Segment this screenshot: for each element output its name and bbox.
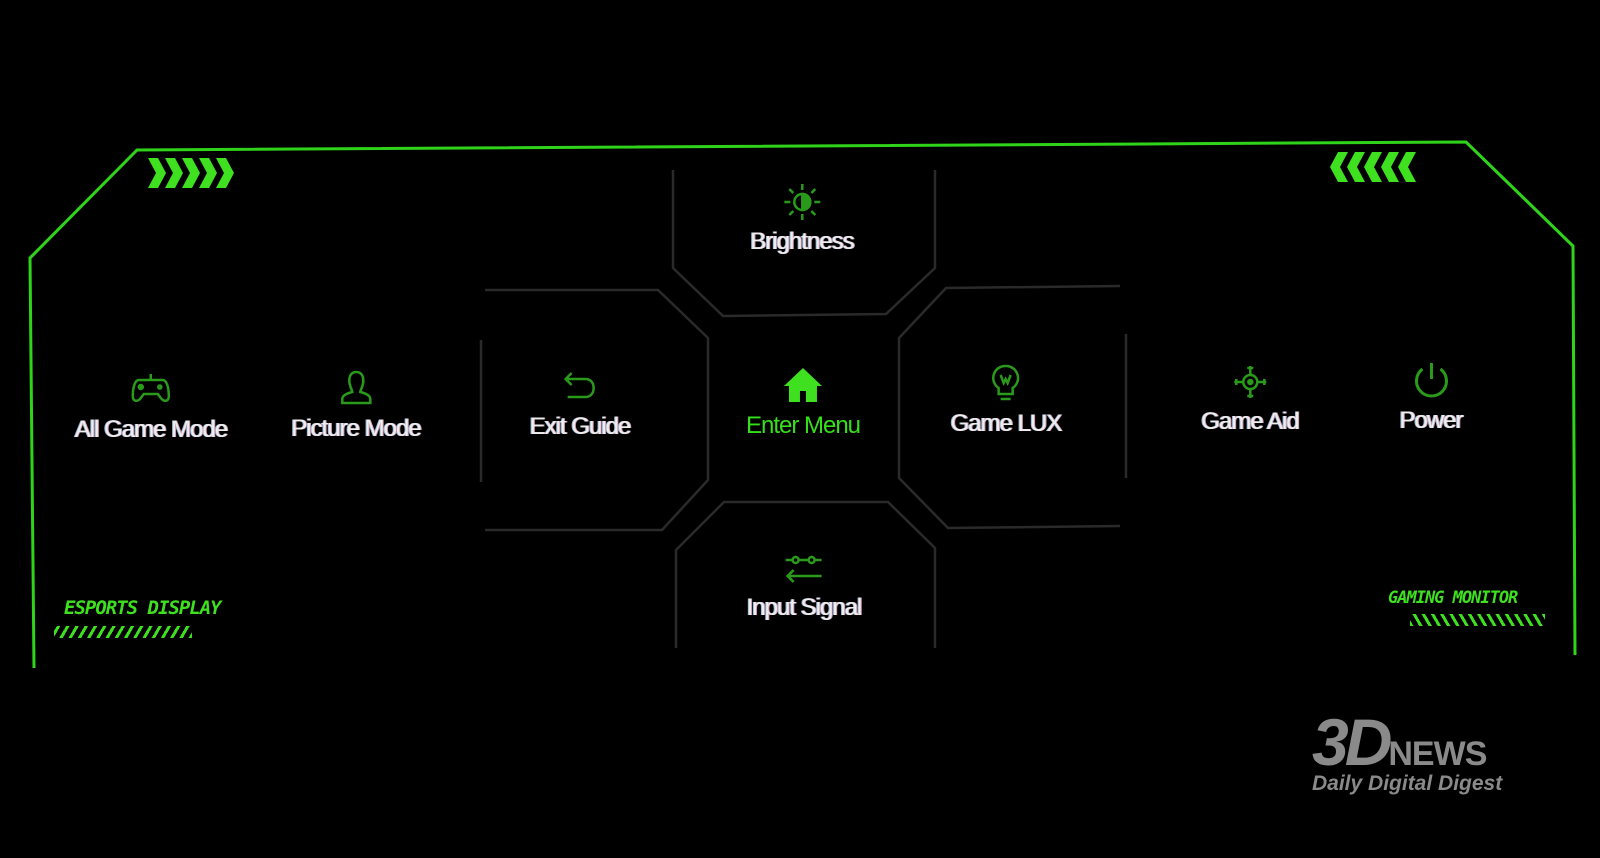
watermark-logo: 3DNEWS Daily Digital Digest [1312,709,1503,796]
game-lux-button[interactable]: Game LUX [951,362,1062,438]
game-lux-label: Game LUX [950,410,1063,437]
stripes-left-decor [54,626,192,638]
power-label: Power [1399,407,1463,434]
enter-menu-button[interactable]: Enter Menu [745,364,861,440]
chevrons-left-icon [148,158,234,188]
gamepad-icon [131,374,171,402]
chevrons-right-icon [1330,152,1416,182]
hex-grid-lines [479,170,1128,648]
power-icon [1414,363,1448,398]
brightness-button[interactable]: Brightness [750,180,855,256]
gaming-monitor-tag: GAMING MONITOR [1388,588,1518,608]
brightness-label: Brightness [750,228,854,255]
all-game-mode-label: All Game Mode [74,416,228,443]
input-icon [785,555,822,583]
exit-guide-label: Exit Guide [529,413,632,440]
picture-mode-label: Picture Mode [291,415,421,442]
logo-news: NEWS [1388,735,1487,773]
input-signal-button[interactable]: Input Signal [747,546,862,622]
exit-guide-button[interactable]: Exit Guide [530,365,631,441]
enter-menu-label: Enter Menu [745,412,861,439]
game-aid-button[interactable]: Game Aid [1201,360,1300,436]
logo-tagline: Daily Digital Digest [1312,772,1503,795]
home-icon [783,368,822,402]
all-game-mode-button[interactable]: All Game Mode [74,368,228,444]
person-icon [340,370,372,405]
frame-outline [28,140,1577,669]
stripes-right-decor [1410,614,1545,626]
game-aid-label: Game Aid [1201,408,1299,435]
picture-mode-button[interactable]: Picture Mode [291,367,422,443]
bulb-icon [992,364,1020,401]
input-signal-label: Input Signal [746,594,863,621]
power-button[interactable]: Power [1399,359,1464,435]
crosshair-icon [1233,366,1266,398]
sun-icon [783,184,820,220]
back-arrow-icon [564,372,596,399]
logo-3d: 3D [1312,705,1392,779]
esports-display-tag: ESPORTS DISPLAY [64,597,222,619]
